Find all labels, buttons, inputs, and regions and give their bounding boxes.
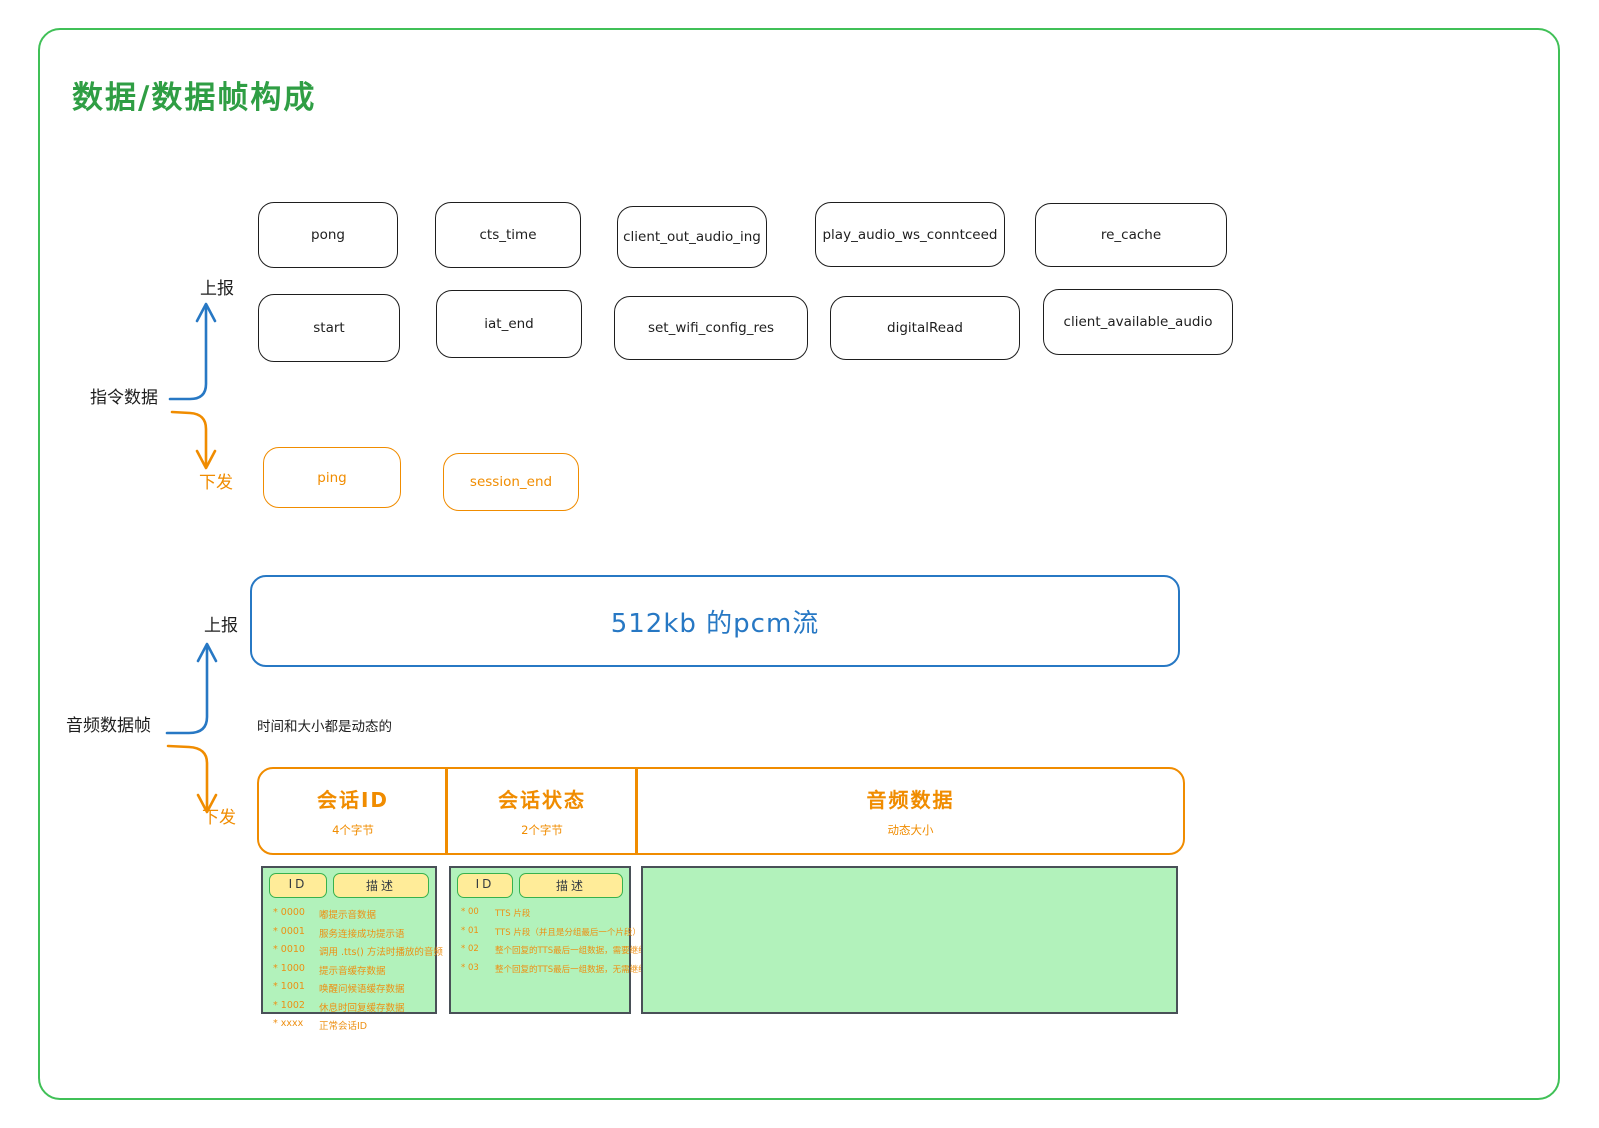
node-iat-end[interactable]: iat_end (436, 290, 582, 358)
node-set-wifi-config-res[interactable]: set_wifi_config_res (614, 296, 808, 360)
node-digitalread[interactable]: digitalRead (830, 296, 1020, 360)
table-header-row: ID 描述 (451, 868, 629, 898)
command-down-label: 下发 (199, 473, 233, 493)
table-header-row: ID 描述 (263, 868, 435, 898)
node-re-cache[interactable]: re_cache (1035, 203, 1227, 267)
node-client-out-audio-ing[interactable]: client_out_audio_ing (617, 206, 767, 268)
node-client-available-audio[interactable]: client_available_audio (1043, 289, 1233, 355)
col-header-desc: 描述 (333, 873, 429, 898)
field-audio-data: 音频数据 动态大小 (866, 788, 955, 837)
node-play-audio-ws-conntceed[interactable]: play_audio_ws_conntceed (815, 202, 1005, 267)
audio-frame-structure[interactable]: 会话ID 4个字节 会话状态 2个字节 音频数据 动态大小 (257, 767, 1185, 855)
outer-border (38, 28, 1560, 1100)
command-source-label: 指令数据 (90, 388, 158, 408)
audio-up-label: 上报 (204, 616, 238, 636)
col-header-id: ID (269, 873, 327, 898)
field-divider (635, 767, 638, 855)
node-session-end[interactable]: session_end (443, 453, 579, 511)
col-header-desc: 描述 (519, 873, 623, 898)
node-start[interactable]: start (258, 294, 400, 362)
audio-source-label: 音频数据帧 (66, 716, 151, 736)
field-session-id: 会话ID 4个字节 (316, 788, 390, 837)
node-cts-time[interactable]: cts_time (435, 202, 581, 268)
node-ping[interactable]: ping (263, 447, 401, 508)
diagram-title: 数据/数据帧构成 (72, 80, 317, 116)
node-pong[interactable]: pong (258, 202, 398, 268)
audio-data-area[interactable] (641, 866, 1178, 1014)
pcm-stream-box[interactable]: 512kb 的pcm流 (250, 575, 1180, 667)
audio-down-label: 下发 (202, 808, 236, 828)
field-divider (445, 767, 448, 855)
dynamic-note: 时间和大小都是动态的 (257, 719, 392, 735)
command-up-label: 上报 (200, 279, 234, 299)
field-session-state: 会话状态 2个字节 (498, 788, 586, 837)
col-header-id: ID (457, 873, 513, 898)
